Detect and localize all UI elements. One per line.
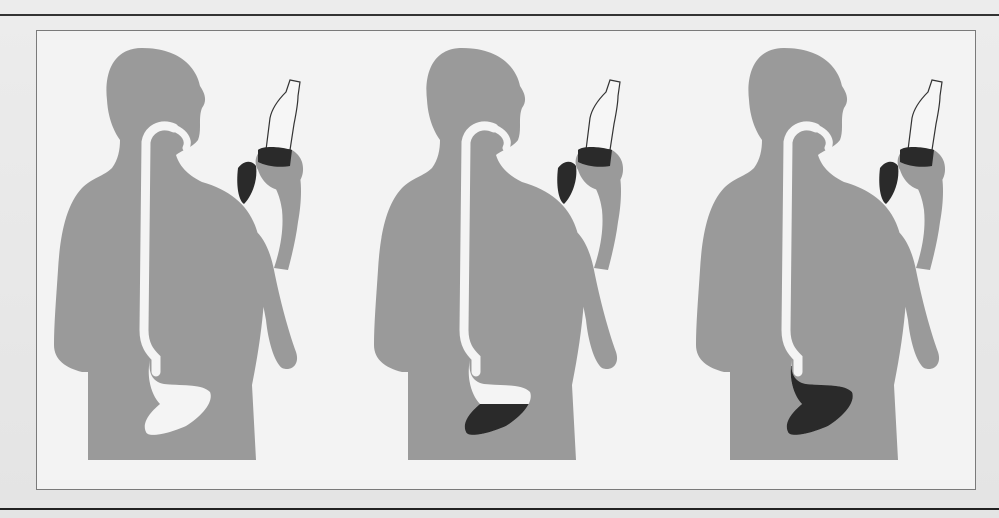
panel-2 [374, 48, 623, 460]
bottom-rule [0, 508, 999, 510]
panel-3 [696, 48, 945, 460]
panel-1 [54, 48, 303, 460]
